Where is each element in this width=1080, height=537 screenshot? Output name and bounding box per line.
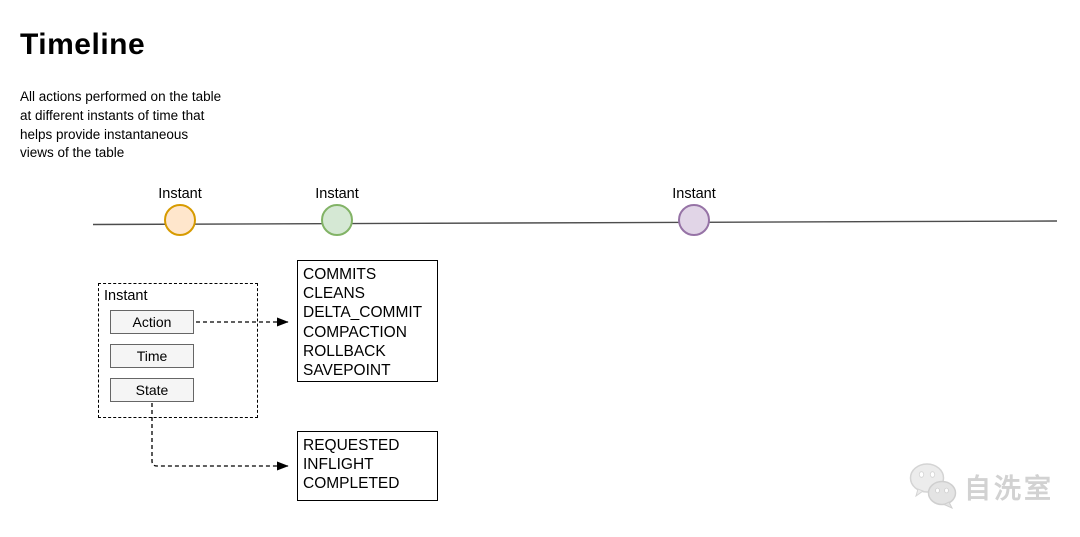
action-types-box: COMMITS CLEANS DELTA_COMMIT COMPACTION R… — [297, 260, 438, 382]
watermark: 自洗室 — [908, 462, 1054, 510]
instant-label: Instant — [315, 186, 359, 202]
action-type-item: SAVEPOINT — [303, 362, 391, 380]
action-type-item: COMPACTION — [303, 323, 407, 341]
instant-detail-container: Instant — [98, 283, 258, 418]
instant-marker-circle — [321, 204, 353, 236]
watermark-text: 自洗室 — [964, 473, 1054, 504]
instant-field-time: Time — [110, 344, 194, 368]
instant-detail-label: Instant — [104, 288, 148, 304]
state-type-item: COMPLETED — [303, 475, 400, 493]
state-type-item: REQUESTED — [303, 437, 400, 454]
instant-field-state: State — [110, 378, 194, 402]
action-type-item: DELTA_COMMIT — [303, 304, 423, 322]
timeline-axis-line — [92, 220, 1058, 226]
instant-marker-circle — [678, 204, 710, 236]
state-type-item: INFLIGHT — [303, 456, 374, 474]
instant-marker-circle — [164, 204, 196, 236]
wechat-icon — [909, 463, 957, 510]
instant-label: Instant — [158, 186, 202, 202]
action-type-item: ROLLBACK — [303, 342, 386, 360]
page-description: All actions performed on the table at di… — [20, 89, 222, 161]
action-type-item: COMMITS — [303, 266, 377, 283]
page-title: Timeline — [20, 28, 146, 61]
state-types-box: REQUESTED INFLIGHT COMPLETED — [297, 431, 438, 501]
instant-field-action: Action — [110, 310, 194, 334]
action-type-item: CLEANS — [303, 285, 366, 303]
instant-label: Instant — [672, 186, 716, 202]
